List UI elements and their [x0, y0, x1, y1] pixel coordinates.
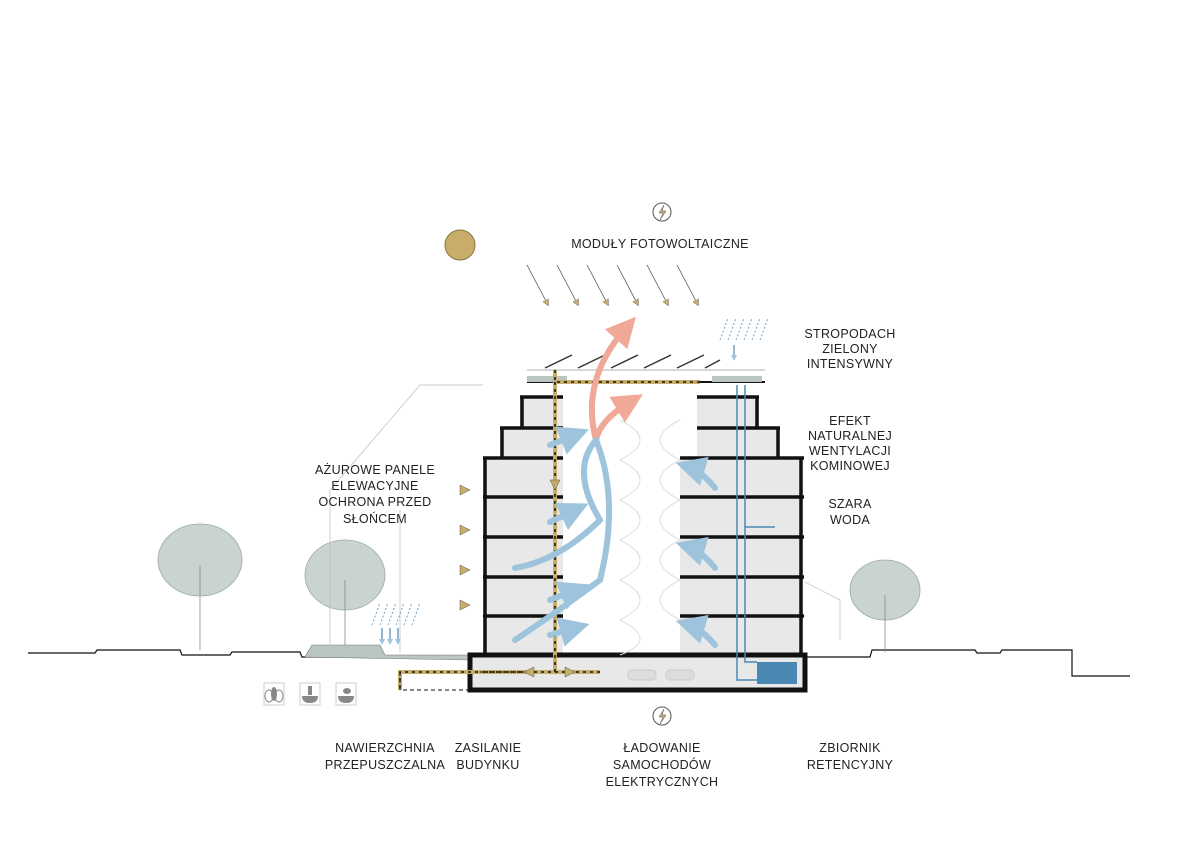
retention-tank	[757, 662, 797, 684]
water-system	[736, 385, 775, 681]
label-power: BUDYNKU	[456, 758, 519, 772]
plant-bowl-icon	[299, 682, 321, 706]
solar-panels	[527, 354, 765, 371]
ground-line	[28, 649, 1130, 677]
label-panels: ELEWACYJNE	[331, 479, 418, 493]
sun-icon	[444, 229, 476, 261]
tree-icon	[304, 539, 386, 650]
label-green-roof: INTENSYWNY	[807, 357, 894, 371]
label-ventilation: KOMINOWEJ	[810, 459, 890, 473]
tree-icon	[849, 559, 921, 652]
label-ventilation: EFEKT	[829, 414, 871, 428]
label-ev: SAMOCHODÓW	[613, 757, 711, 772]
bird-bowl-icon	[335, 682, 357, 706]
label-grey-water: WODA	[830, 513, 870, 527]
label-green-roof: ZIELONY	[822, 342, 878, 356]
label-panels: SŁOŃCEM	[343, 511, 407, 526]
label-power: ZASILANIE	[455, 741, 522, 755]
label-retention: ZBIORNIK	[819, 741, 881, 755]
label-green-roof: STROPODACH	[804, 327, 895, 341]
label-permeable: NAWIERZCHNIA	[335, 741, 435, 755]
lightning-icon	[652, 706, 672, 726]
label-ev: ŁADOWANIE	[623, 741, 700, 755]
tree-icon	[157, 523, 243, 650]
bee-icon	[263, 682, 285, 706]
label-grey-water: SZARA	[828, 497, 872, 511]
label-ev: ELEKTRYCZNYCH	[606, 775, 719, 789]
label-retention: RETENCYJNY	[807, 758, 894, 772]
power-line	[398, 370, 700, 691]
label-permeable: PRZEPUSZCZALNA	[325, 758, 446, 772]
label-ventilation: WENTYLACJI	[809, 444, 891, 458]
sun-rays	[526, 264, 697, 303]
label-pv: MODUŁY FOTOWOLTAICZNE	[571, 237, 749, 251]
label-ventilation: NATURALNEJ	[808, 429, 892, 443]
label-panels: AŻUROWE PANELE	[315, 463, 435, 477]
building	[467, 381, 808, 693]
warm-air-arrows	[588, 316, 643, 443]
cool-air-arrows	[512, 426, 718, 648]
car-icon	[627, 669, 695, 681]
lightning-icon	[652, 202, 672, 222]
label-panels: OCHRONA PRZED	[319, 495, 432, 509]
